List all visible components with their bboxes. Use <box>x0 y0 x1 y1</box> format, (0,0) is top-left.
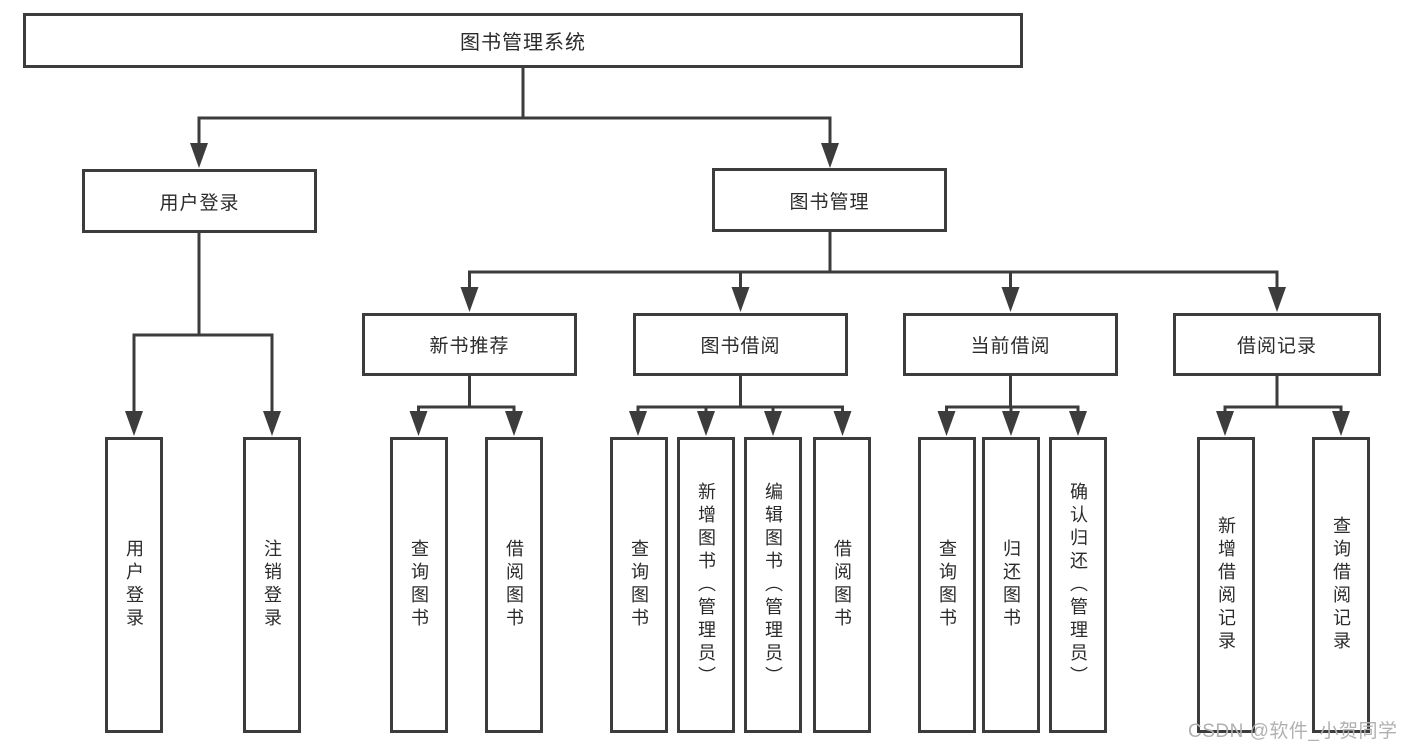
leaf-label: 确认归还（管理员） <box>1068 481 1088 689</box>
arrowhead <box>833 411 852 436</box>
arrowhead <box>263 411 281 436</box>
node-system-root: 图书管理系统 <box>23 13 1023 68</box>
arrowhead <box>505 411 523 436</box>
arrowhead <box>1268 287 1286 312</box>
connector-login-to-leaves <box>125 231 281 436</box>
node-user-login-group: 用户登录 <box>82 169 317 233</box>
leaf-label: 编辑图书（管理员） <box>763 481 783 689</box>
leaf-label: 查询图书 <box>937 539 957 631</box>
leaf-query-book-borrow: 查询图书 <box>610 437 668 733</box>
leaf-add-book-admin: 新增图书（管理员） <box>677 437 735 733</box>
leaf-label: 归还图书 <box>1001 539 1021 631</box>
connector-record-to-leaves <box>1216 374 1350 436</box>
leaf-query-book-recommend: 查询图书 <box>390 437 448 733</box>
leaf-confirm-return-admin: 确认归还（管理员） <box>1049 437 1107 733</box>
node-borrow-record: 借阅记录 <box>1173 313 1381 376</box>
leaf-label: 新增借阅记录 <box>1216 516 1236 654</box>
leaf-label: 借阅图书 <box>832 539 852 631</box>
connector-recommend-to-leaves <box>409 374 523 436</box>
leaf-query-borrow-record: 查询借阅记录 <box>1312 437 1370 733</box>
arrowhead <box>125 411 143 436</box>
connector-line <box>636 374 844 418</box>
arrowhead <box>1216 411 1234 436</box>
leaf-borrow-book: 借阅图书 <box>813 437 871 733</box>
connector-line <box>197 66 832 150</box>
node-current-borrow: 当前借阅 <box>903 313 1118 376</box>
arrowhead <box>1001 287 1020 312</box>
connector-line <box>417 374 516 418</box>
arrowhead <box>409 411 428 436</box>
leaf-borrow-book-recommend: 借阅图书 <box>485 437 543 733</box>
connector-manage-to-level3 <box>460 230 1286 312</box>
leaf-edit-book-admin: 编辑图书（管理员） <box>744 437 802 733</box>
connector-current-to-leaves <box>937 374 1087 436</box>
arrowhead <box>1069 411 1087 436</box>
leaf-add-borrow-record: 新增借阅记录 <box>1197 437 1255 733</box>
leaf-return-book: 归还图书 <box>982 437 1040 733</box>
connector-line <box>468 230 1279 294</box>
leaf-logout: 注销登录 <box>243 437 301 733</box>
arrowhead <box>629 411 647 436</box>
leaf-label: 新增图书（管理员） <box>696 481 716 689</box>
arrowhead <box>1002 411 1020 436</box>
arrowhead <box>190 143 208 168</box>
csdn-watermark: CSDN @软件_小贺同学 <box>1188 721 1398 742</box>
arrowhead <box>937 411 956 436</box>
arrowhead <box>460 287 479 312</box>
node-book-manage-group: 图书管理 <box>712 168 947 232</box>
arrowhead <box>731 287 750 312</box>
arrowhead <box>1332 411 1350 436</box>
leaf-query-book-current: 查询图书 <box>918 437 976 733</box>
leaf-user-login: 用户登录 <box>105 437 163 733</box>
node-book-borrow: 图书借阅 <box>633 313 848 376</box>
arrowhead <box>697 411 715 436</box>
leaf-label: 查询图书 <box>629 539 649 631</box>
leaf-label: 查询图书 <box>409 539 429 631</box>
connector-line <box>132 231 274 418</box>
leaf-label: 查询借阅记录 <box>1331 516 1351 654</box>
connector-root-to-level2 <box>190 66 839 168</box>
leaf-label: 用户登录 <box>124 539 144 631</box>
arrowhead <box>764 411 782 436</box>
leaf-label: 注销登录 <box>262 539 282 631</box>
arrowhead <box>821 143 839 168</box>
connector-line <box>1223 374 1343 418</box>
node-new-book-recommend: 新书推荐 <box>362 313 577 376</box>
connector-borrow-to-leaves <box>629 374 852 436</box>
leaf-label: 借阅图书 <box>504 539 524 631</box>
